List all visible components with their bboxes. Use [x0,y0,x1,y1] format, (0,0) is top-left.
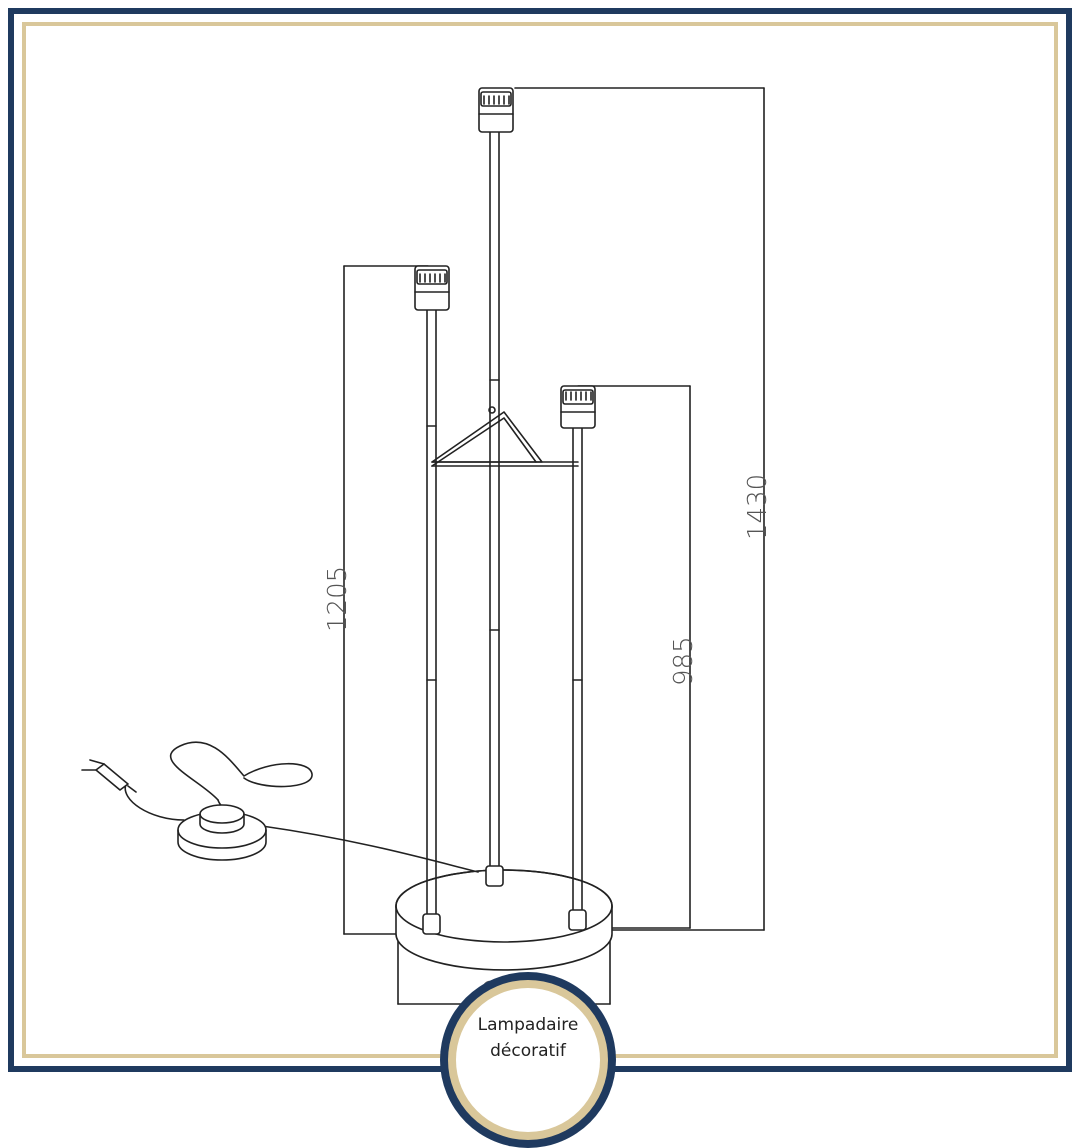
dimension-right [577,385,691,929]
dimension-label-left: 1205 [323,566,353,632]
caption-line-1: Lampadaire [477,1015,579,1035]
stem-right [568,427,587,931]
technical-drawing: 1430 1205 985 Ø [81,87,773,1007]
lamp-socket-icon [560,385,596,429]
lamp-base [395,869,613,971]
foot-switch-icon [177,804,267,861]
dimension-tall [514,87,765,931]
dimension-label-tall: 1430 [743,474,773,540]
caption-line-2: décoratif [490,1041,566,1061]
product-caption: Lampadaire décoratif [456,1012,600,1064]
stem-tall [485,131,504,887]
power-cable [124,741,479,873]
dimension-label-right: 985 [669,636,699,686]
stem-left [422,309,441,935]
plug-icon [81,759,137,793]
dimension-left [343,265,429,935]
lamp-socket-icon [414,265,450,311]
brace [431,406,579,467]
lamp-socket-icon [478,87,514,133]
